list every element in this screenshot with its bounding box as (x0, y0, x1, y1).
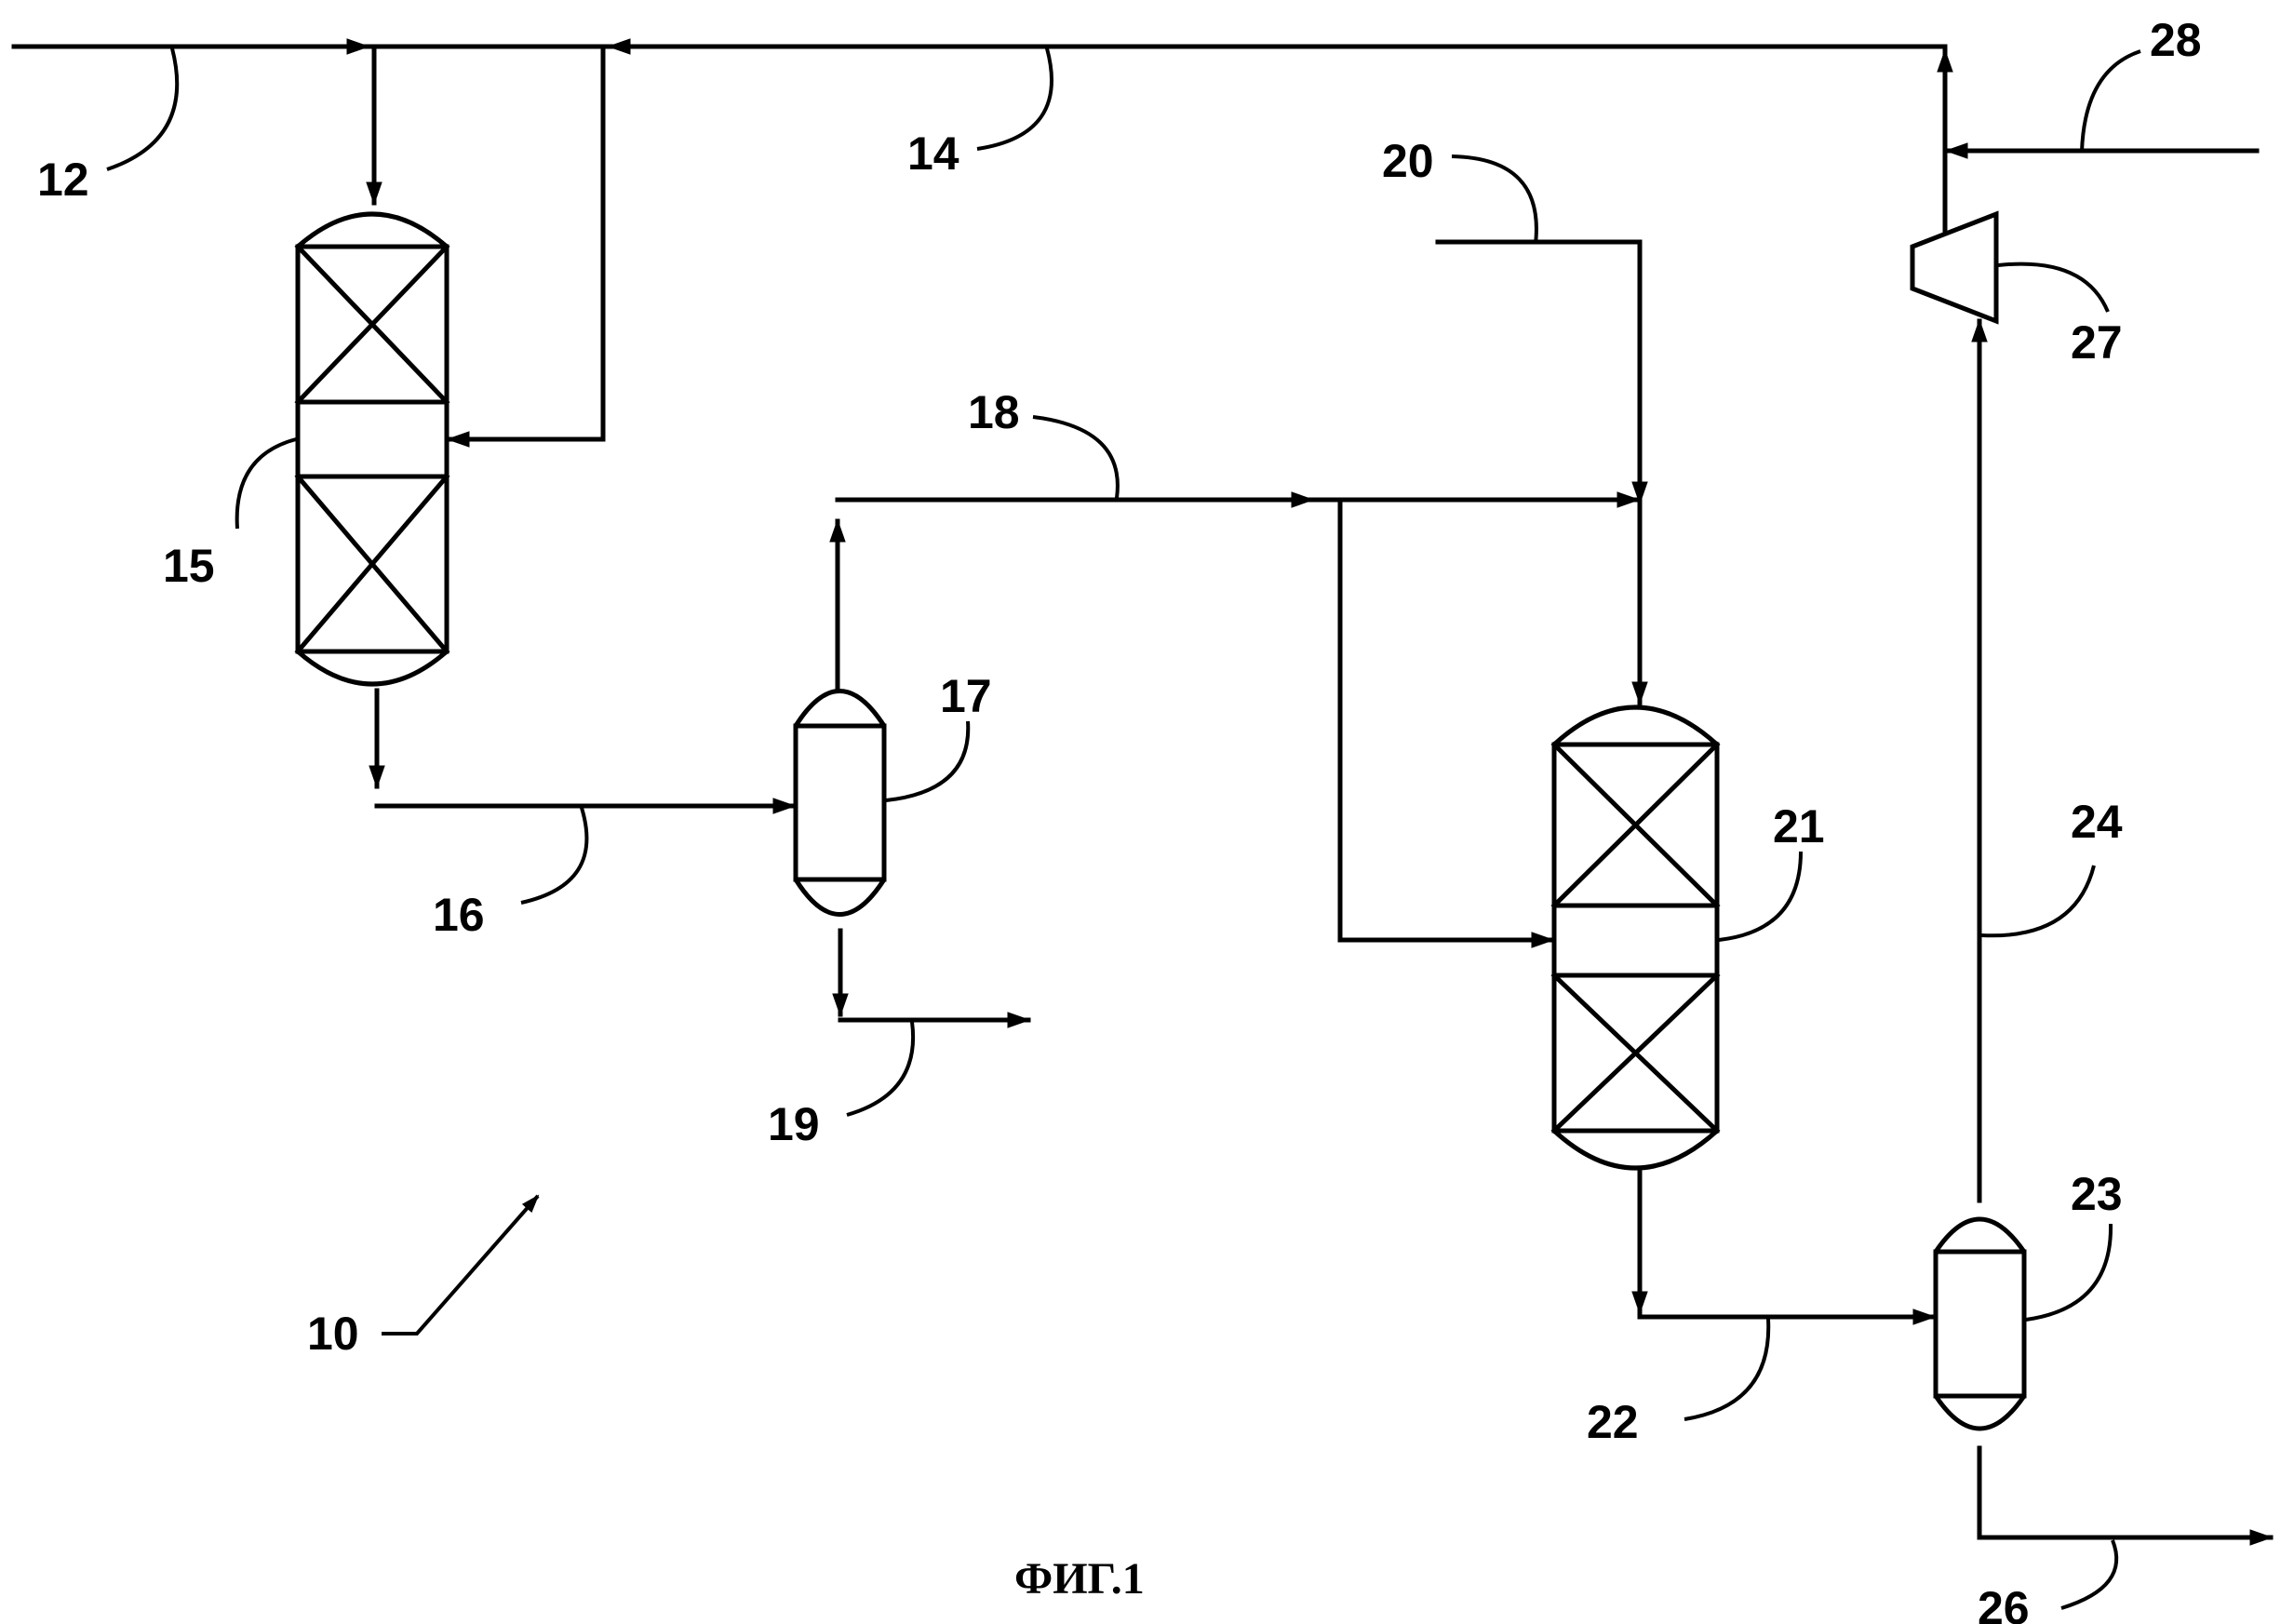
label-10: 10 (307, 1308, 359, 1360)
separator-17 (796, 691, 884, 915)
label-19: 19 (768, 1098, 820, 1150)
label-14: 14 (907, 128, 959, 180)
reactor-15 (298, 214, 447, 684)
separator-23 (1936, 1219, 2024, 1429)
label-12: 12 (37, 154, 89, 206)
reactor-21 (1554, 707, 1717, 1168)
label-23: 23 (2071, 1168, 2123, 1220)
label-16: 16 (433, 889, 485, 941)
label-27: 27 (2071, 316, 2123, 369)
label-26: 26 (1978, 1582, 2030, 1624)
figure-caption: ФИГ.1 (1014, 1554, 1145, 1604)
label-20: 20 (1382, 135, 1434, 187)
label-18: 18 (968, 386, 1020, 438)
label-21: 21 (1773, 800, 1825, 852)
label-28: 28 (2150, 14, 2202, 66)
label-24: 24 (2071, 796, 2123, 848)
label-15: 15 (163, 540, 215, 592)
label-17: 17 (940, 670, 992, 722)
label-22: 22 (1587, 1396, 1639, 1448)
compressor-27 (1912, 214, 1996, 321)
